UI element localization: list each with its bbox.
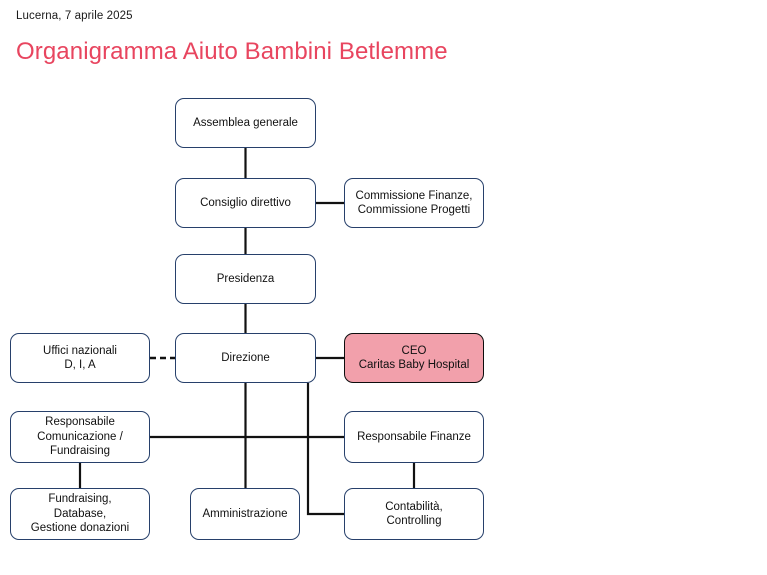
org-node-label: Uffici nazionali D, I, A [43, 344, 117, 372]
org-node-fundraising[interactable]: Fundraising, Database, Gestione donazion… [10, 488, 150, 540]
connector-direzione-to-contabilita [306, 383, 344, 516]
org-node-label: Responsabile Finanze [357, 430, 471, 443]
org-node-assemblea[interactable]: Assemblea generale [175, 98, 316, 148]
org-node-contabilita[interactable]: Contabilità, Controlling [344, 488, 484, 540]
org-node-resp-fin[interactable]: Responsabile Finanze [344, 411, 484, 463]
org-node-label: CEO Caritas Baby Hospital [358, 344, 470, 372]
page-title: Organigramma Aiuto Bambini Betlemme [16, 38, 448, 65]
org-node-uffici[interactable]: Uffici nazionali D, I, A [10, 333, 150, 383]
org-node-label: Assemblea generale [193, 116, 298, 129]
org-node-label: Presidenza [216, 272, 275, 285]
org-node-label: Commissione Finanze, Commissione Progett… [355, 189, 473, 217]
org-node-label: Direzione [221, 351, 270, 364]
org-node-amminist[interactable]: Amministrazione [190, 488, 300, 540]
org-node-label: Amministrazione [202, 507, 288, 520]
date-line: Lucerna, 7 aprile 2025 [16, 10, 133, 22]
org-node-label: Fundraising, Database, Gestione donazion… [30, 493, 130, 535]
org-node-direzione[interactable]: Direzione [175, 333, 316, 383]
org-node-label: Consiglio direttivo [200, 196, 291, 209]
org-node-ceo[interactable]: CEO Caritas Baby Hospital [344, 333, 484, 383]
org-node-commissione[interactable]: Commissione Finanze, Commissione Progett… [344, 178, 484, 228]
org-node-label: Responsabile Comunicazione / Fundraising [37, 416, 123, 458]
org-node-label: Contabilità, Controlling [385, 500, 443, 528]
org-node-resp-com[interactable]: Responsabile Comunicazione / Fundraising [10, 411, 150, 463]
org-node-presidenza[interactable]: Presidenza [175, 254, 316, 304]
org-node-consiglio[interactable]: Consiglio direttivo [175, 178, 316, 228]
